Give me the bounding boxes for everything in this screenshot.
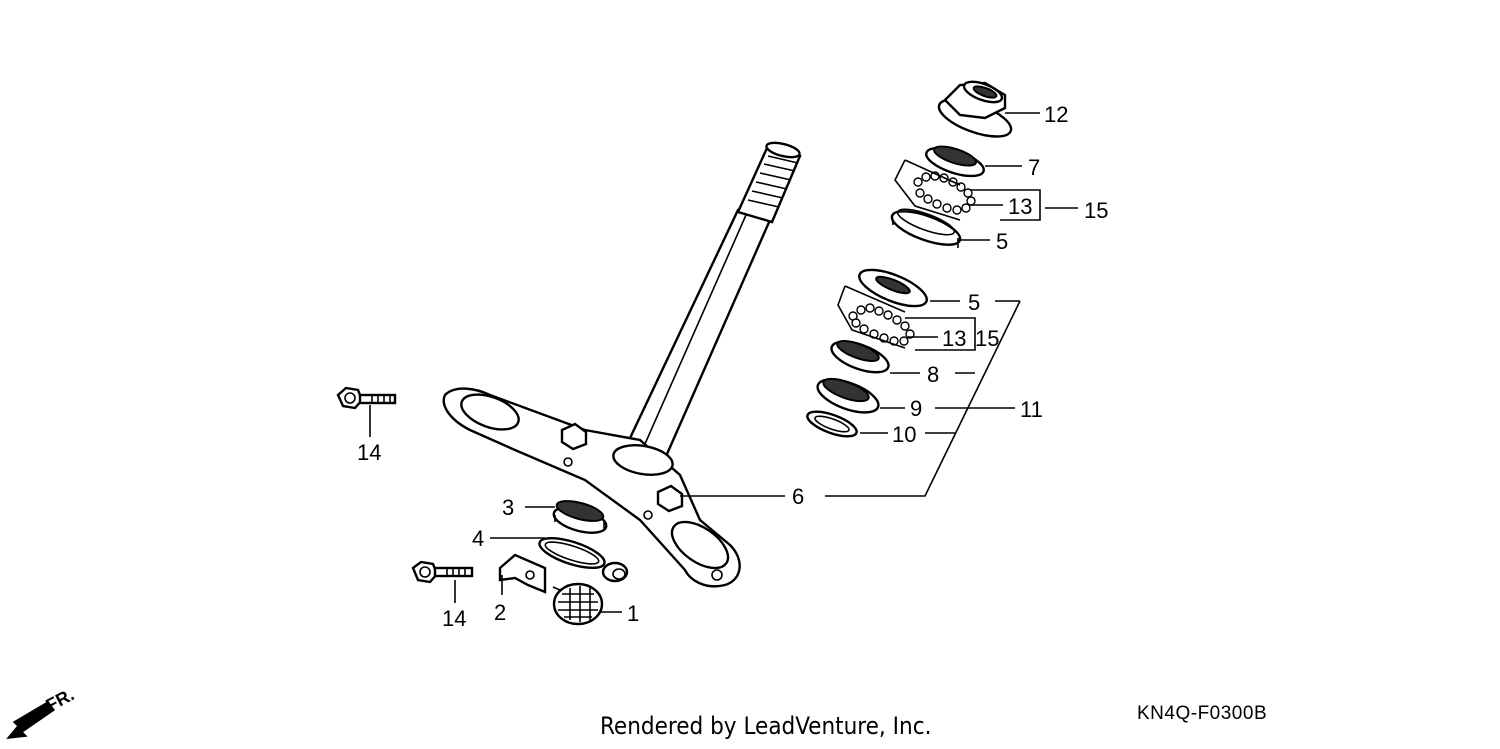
callout-numbers: 12 7 13 15 5 5 13 15 8 9 11 10 6 3 4 2 1…: [357, 102, 1108, 631]
front-arrow-icon: FR.: [6, 684, 77, 739]
top-race-part-5-upper[interactable]: [888, 204, 964, 251]
bracket-part-2[interactable]: [498, 553, 547, 594]
bottom-cone-race-part-8[interactable]: [828, 335, 893, 378]
callout-5-upper: 5: [996, 229, 1008, 254]
lower-triple-clamp[interactable]: [442, 387, 741, 588]
callout-6: 6: [792, 484, 804, 509]
band-part-4[interactable]: [536, 532, 629, 583]
callout-15-lower: 15: [975, 326, 999, 351]
callout-3: 3: [502, 495, 514, 520]
dust-seal-part-9[interactable]: [813, 373, 882, 419]
callout-14-upper: 14: [357, 440, 381, 465]
callout-9: 9: [910, 396, 922, 421]
callout-1: 1: [627, 601, 639, 626]
callout-4: 4: [472, 526, 484, 551]
bolt-part-14-upper[interactable]: [336, 386, 397, 410]
callout-12: 12: [1044, 102, 1068, 127]
callout-14-lower: 14: [442, 606, 466, 631]
leader-lines: [369, 112, 1078, 613]
steel-balls-part-13-lower[interactable]: [848, 303, 915, 346]
callout-15-upper: 15: [1084, 198, 1108, 223]
callout-2: 2: [494, 600, 506, 625]
callout-7: 7: [1028, 155, 1040, 180]
callout-5-lower: 5: [968, 290, 980, 315]
callout-13-lower: 13: [942, 326, 966, 351]
callout-8: 8: [927, 362, 939, 387]
callout-10: 10: [892, 422, 916, 447]
callout-13-upper: 13: [1008, 194, 1032, 219]
bolt-part-14-lower[interactable]: [411, 560, 474, 584]
top-cone-race-part-7[interactable]: [923, 142, 987, 181]
cap-part-1[interactable]: [552, 582, 604, 626]
grommet-part-3[interactable]: [551, 497, 609, 538]
adjusting-nut-part-12[interactable]: [935, 78, 1016, 145]
rendered-by-credit: Rendered by LeadVenture, Inc.: [600, 712, 932, 740]
steering-stem[interactable]: [620, 140, 802, 472]
callout-11: 11: [1020, 397, 1043, 422]
washer-part-10[interactable]: [804, 407, 859, 442]
drawing-code: KN4Q-F0300B: [1137, 703, 1268, 724]
top-race-part-5-lower[interactable]: [855, 262, 931, 313]
